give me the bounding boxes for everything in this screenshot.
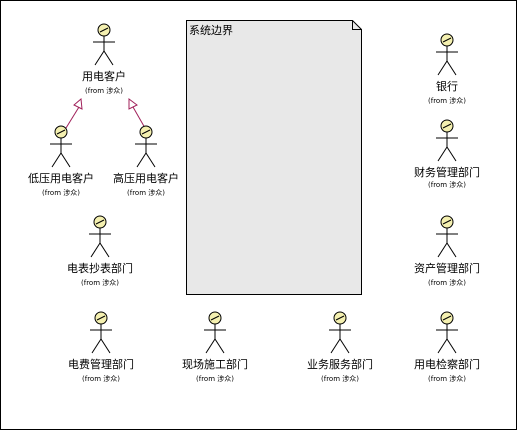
actor-asset-dept[interactable]: 资产管理部门 (from 涉众) [387, 215, 507, 288]
stick-figure-icon [436, 215, 458, 258]
system-boundary-title: 系统边界 [189, 24, 233, 37]
stick-figure-icon [89, 215, 111, 258]
stick-figure-icon [436, 33, 458, 76]
stick-figure-icon [50, 125, 72, 168]
actor-name: 银行 [436, 80, 458, 93]
actor-package: (from 涉众) [81, 279, 119, 287]
actor-package: (from 涉众) [196, 375, 234, 383]
actor-name: 电费管理部门 [68, 358, 134, 371]
stick-figure-icon [204, 311, 226, 354]
actor-business-service-dept[interactable]: 业务服务部门 (from 涉众) [280, 311, 400, 384]
stick-figure-icon [93, 23, 115, 66]
stick-figure-icon [329, 311, 351, 354]
actor-name: 用电检察部门 [414, 358, 480, 371]
system-boundary[interactable] [186, 20, 362, 295]
stick-figure-icon [436, 119, 458, 162]
stick-figure-icon [90, 311, 112, 354]
actor-name: 资产管理部门 [414, 262, 480, 275]
actor-electric-customer[interactable]: 用电客户 (from 涉众) [44, 23, 164, 96]
actor-high-voltage-customer[interactable]: 高压用电客户 (from 涉众) [86, 125, 206, 198]
actor-name: 低压用电客户 [28, 172, 94, 185]
actor-package: (from 涉众) [127, 189, 165, 197]
actor-bank[interactable]: 银行 (from 涉众) [387, 33, 507, 106]
actor-name: 高压用电客户 [113, 172, 179, 185]
generalization-high-to-customer [128, 98, 146, 129]
actor-name: 现场施工部门 [182, 358, 248, 371]
actor-package: (from 涉众) [85, 87, 123, 95]
actor-inspection-dept[interactable]: 用电检察部门 (from 涉众) [387, 311, 507, 384]
actor-package: (from 涉众) [428, 279, 466, 287]
actor-name: 电表抄表部门 [67, 262, 133, 275]
actor-low-voltage-customer[interactable]: 低压用电客户 (from 涉众) [1, 125, 121, 198]
stick-figure-icon [436, 311, 458, 354]
actor-name: 业务服务部门 [307, 358, 373, 371]
actor-billing-dept[interactable]: 电费管理部门 (from 涉众) [41, 311, 161, 384]
stick-figure-icon [135, 125, 157, 168]
actor-package: (from 涉众) [428, 375, 466, 383]
actor-finance-dept[interactable]: 财务管理部门 (from 涉众) [387, 119, 507, 190]
actor-package: (from 涉众) [42, 189, 80, 197]
actor-package: (from 涉众) [321, 375, 359, 383]
actor-meter-reading-dept[interactable]: 电表抄表部门 (from 涉众) [40, 215, 160, 288]
actor-name: 用电客户 [82, 70, 126, 83]
actor-package: (from 涉众) [428, 97, 466, 105]
actor-package: (from 涉众) [428, 181, 466, 189]
actor-name: 财务管理部门 [414, 166, 480, 179]
actor-package: (from 涉众) [82, 375, 120, 383]
generalization-low-to-customer [65, 97, 83, 129]
actor-site-construction-dept[interactable]: 现场施工部门 (from 涉众) [155, 311, 275, 384]
